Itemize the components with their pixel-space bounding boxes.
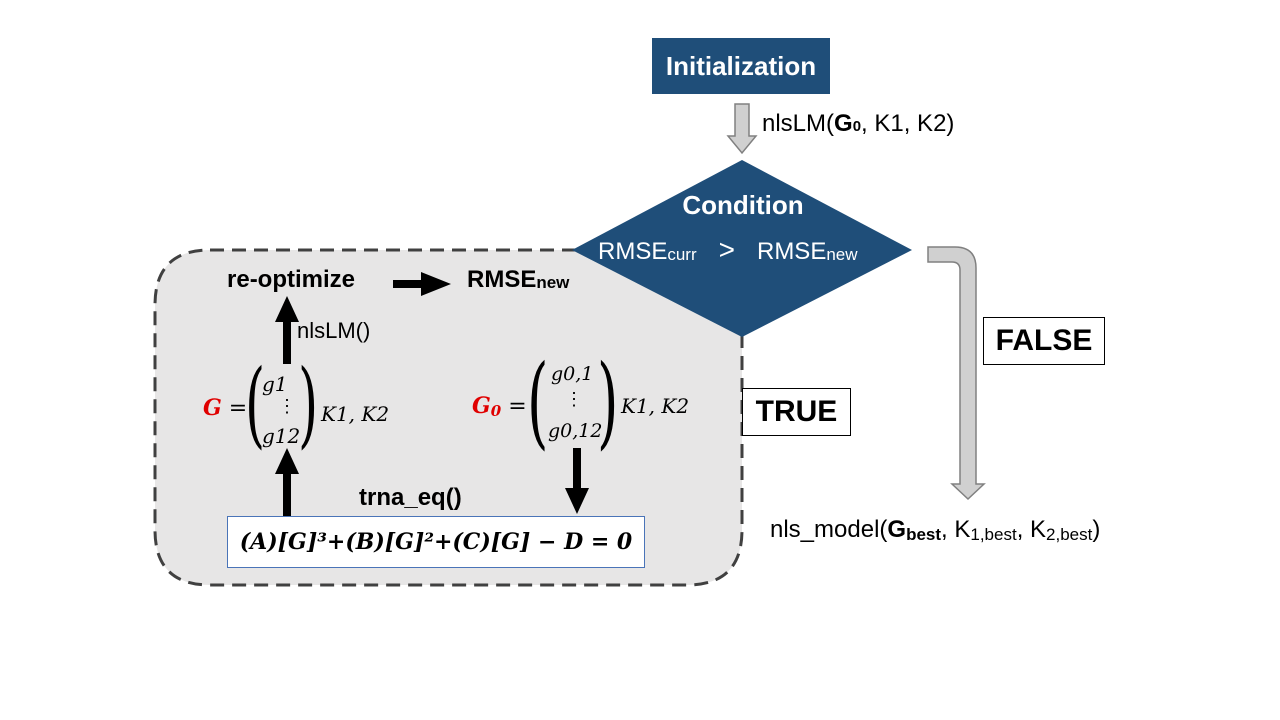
g0-vector-bottom: g0,12 [548,420,603,442]
false-branch-arrow [927,246,986,501]
false-label: FALSE [983,317,1105,365]
equation-box: (A)[G]³+(B)[G]²+(C)[G] − D = 0 [227,516,645,568]
g0-vector-params: K1, K2 [621,394,690,418]
g0-vector-name: G0 = [472,393,527,420]
g-vector-bottom: g12 [262,424,301,448]
g0-vector-top: g0,1 [551,363,594,385]
g-vector-dots: ⋮ [278,396,296,417]
nls-model-final-call: nls_model(Gbest, K1,best, K2,best) [770,516,1101,544]
equation-text: (A)[G]³+(B)[G]²+(C)[G] − D = 0 [239,529,633,555]
condition-title: Condition [682,190,804,220]
g-to-reoptimize-arrow [275,296,299,364]
g-vector-name: G = [203,395,248,421]
init-to-condition-arrow [726,103,758,155]
trna-eq-label: trna_eq() [359,484,462,511]
nlslm-initial-call: nlsLM(G0, K1, K2) [762,110,955,137]
condition-diamond [572,160,912,337]
equation-to-g-arrow [275,448,299,516]
initialization-box: Initialization [652,38,830,94]
loop-region [153,248,744,587]
nlslm-loop-call: nlsLM() [297,318,371,343]
g-vector-params: K1, K2 [321,402,390,426]
reoptimize-label: re-optimize [227,266,356,293]
g0-vector-right-paren: ) [597,343,619,460]
g0-vector-dots: ⋮ [565,389,583,410]
g-vector-left-paren: ( [245,350,266,459]
rmse-new-label: RMSEnew [467,266,570,293]
initialization-label: Initialization [665,50,817,81]
condition-expression: RMSEcurr>RMSEnew [598,234,858,265]
g-vector-top: g1 [262,372,288,396]
true-label: TRUE [742,388,851,436]
g0-vector-left-paren: ( [527,343,549,460]
reoptimize-to-rmse-arrow [393,272,451,296]
g0-param: G0 [834,110,862,137]
g0-to-equation-arrow [565,448,589,514]
g-vector-right-paren: ) [298,350,319,459]
